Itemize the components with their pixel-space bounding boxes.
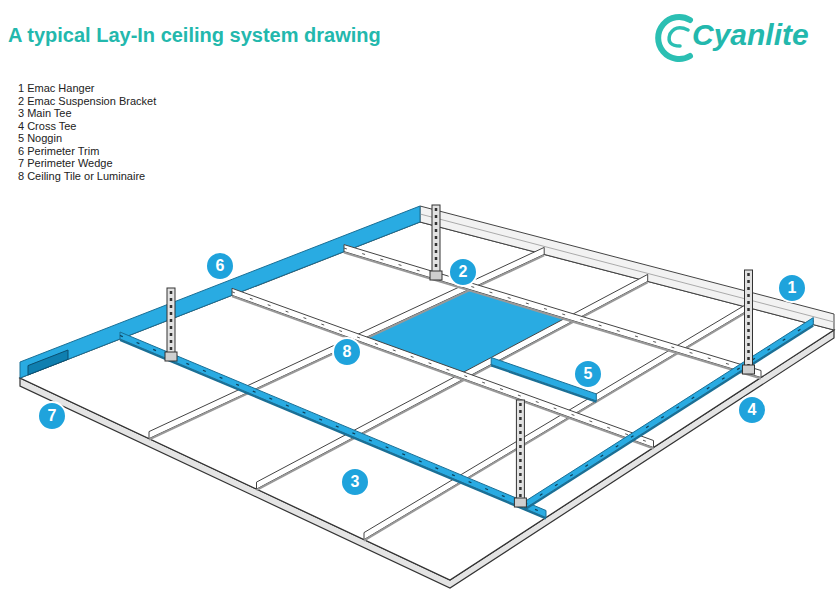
logo-swirl (669, 28, 688, 46)
legend-item: 1 Emac Hanger (18, 82, 94, 94)
legend-item: 6 Perimeter Trim (18, 145, 99, 157)
tee-flange (344, 253, 761, 379)
title: A typical Lay-In ceiling system drawing (8, 24, 381, 46)
tee-slots (344, 248, 761, 374)
tee-flange (120, 340, 546, 519)
label-box: 5 Noggin (18, 128, 62, 146)
title-box: A typical Lay-In ceiling system drawing (8, 24, 381, 47)
callout-circle: 6 (205, 251, 235, 281)
legend-item: 5 Noggin (18, 132, 62, 144)
tee-flange (257, 282, 648, 490)
cross-tees (149, 247, 751, 540)
label-box: 3 Main Tee (18, 103, 72, 121)
label-box: 2 Emac Suspension Bracket (18, 91, 156, 109)
hanger-holes (747, 273, 750, 366)
main-tee (344, 245, 761, 378)
cross-tee (525, 318, 814, 509)
hanger-holes (519, 403, 522, 498)
tee-slots (232, 292, 654, 444)
cross-tee (364, 301, 751, 539)
legend-item: 2 Emac Suspension Bracket (18, 95, 156, 107)
legend-item: 4 Cross Tee (18, 120, 77, 132)
suspension-bracket (165, 352, 177, 361)
cross-tee (257, 274, 648, 489)
logo-icon (658, 17, 690, 59)
hanger-holes (435, 208, 438, 272)
callout-number: 2 (459, 263, 468, 281)
trim-fold (420, 214, 834, 322)
label-box: 7 Perimeter Wedge (18, 153, 113, 171)
perimeter-wedge (28, 350, 68, 375)
legend-item: 3 Main Tee (18, 107, 72, 119)
perimeter-trim (420, 206, 834, 330)
logo-text: Cyanlite (692, 18, 809, 51)
callout-number: 5 (584, 365, 593, 383)
label-box: 4 Cross Tee (18, 116, 77, 134)
callout-number: 4 (748, 401, 757, 419)
suspension-bracket (430, 271, 442, 280)
legend-item: 8 Ceiling Tile or Luminaire (18, 170, 145, 182)
tee-slots (525, 321, 814, 505)
logo-swirl (658, 17, 690, 59)
tee-slots (120, 336, 546, 515)
callout-circle: 7 (37, 401, 67, 431)
ceiling-plane (20, 222, 834, 580)
suspension-bracket (743, 365, 755, 374)
tee-flange (525, 326, 814, 510)
hangers (165, 205, 755, 507)
label-box: 6 Perimeter Trim (18, 141, 99, 159)
tee-flange (364, 309, 751, 540)
label-box: Cyanlite (692, 18, 809, 52)
callout-circle: 4 (737, 395, 767, 425)
callout-circle: 2 (448, 257, 478, 287)
callout-circle: 8 (332, 337, 362, 367)
label-box: 8 Ceiling Tile or Luminaire (18, 166, 145, 184)
callout-circle: 1 (777, 273, 807, 303)
callout-number: 6 (216, 257, 225, 275)
hanger-rod (745, 270, 753, 373)
suspension-bracket (514, 498, 526, 507)
callout-number: 7 (48, 407, 57, 425)
main-tee (120, 332, 546, 518)
hanger-holes (170, 291, 173, 356)
hanger-rod (432, 205, 440, 279)
main-tee (232, 288, 654, 447)
callout-circle: 3 (340, 467, 370, 497)
legend-item: 7 Perimeter Wedge (18, 157, 113, 169)
tee-flange (149, 255, 544, 439)
callout-number: 3 (351, 473, 360, 491)
hanger-rod (516, 400, 524, 506)
cross-tee (149, 247, 544, 438)
callout-circle: 5 (573, 359, 603, 389)
perimeter-trim (20, 206, 420, 378)
callout-number: 8 (343, 343, 352, 361)
label-box: 1 Emac Hanger (18, 78, 94, 96)
callout-number: 1 (788, 279, 797, 297)
hanger-rod (167, 288, 175, 360)
